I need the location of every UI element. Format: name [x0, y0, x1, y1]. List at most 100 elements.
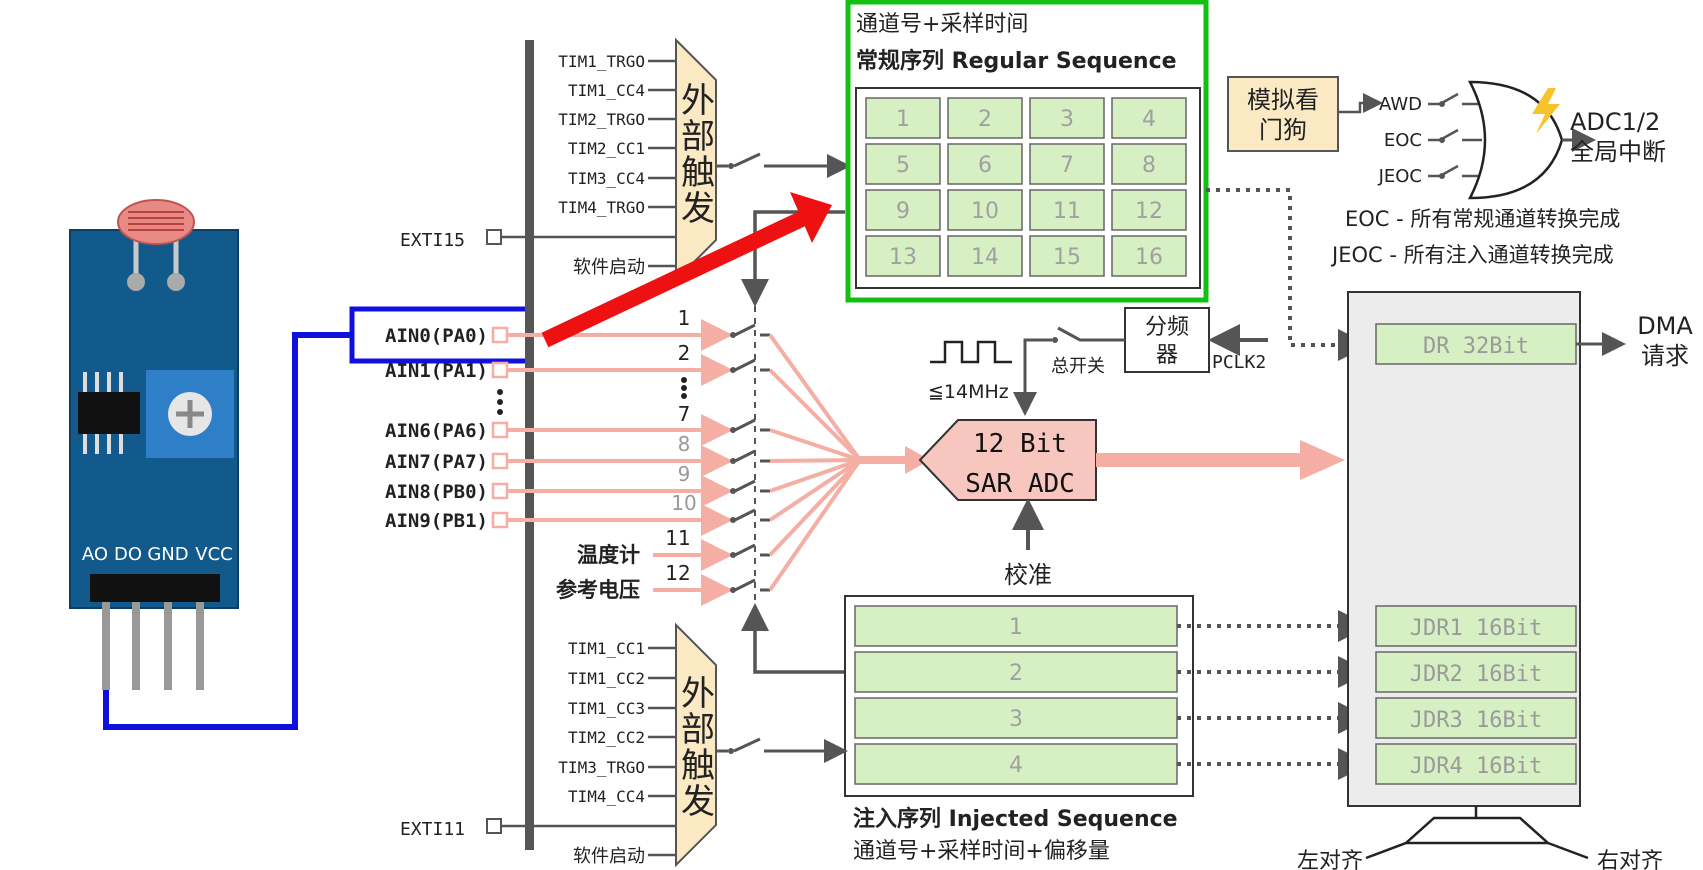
mux-char: 外 [681, 81, 715, 121]
regular-sequence-cell [947, 235, 1023, 277]
jdr-register [1375, 605, 1577, 647]
ain6-label: AIN6(PA6) [385, 420, 488, 442]
ain0-label: AIN0(PA0) [385, 325, 488, 347]
prescaler-label-line1: 分频 [1145, 315, 1189, 340]
ain8-label: AIN8(PB0) [385, 481, 488, 503]
jdr-register-label: JDR4 16Bit [1410, 754, 1542, 779]
regular-sequence-cell-label: 13 [889, 245, 917, 270]
regular-sequence-cell-label: 8 [1142, 153, 1156, 178]
regular-sequence-cell [865, 143, 941, 185]
interrupt-output-line2: 全局中断 [1570, 138, 1666, 166]
analog-watchdog-box [1227, 76, 1339, 152]
pin-label-vcc: VCC [195, 544, 232, 565]
regular-sequence-cell [1111, 97, 1187, 139]
mux-char: 触 [681, 153, 715, 193]
mux-char: 外 [681, 674, 715, 714]
injected-sequence-title: 注入序列 Injected Sequence [853, 806, 1178, 832]
pclk2-label: PCLK2 [1212, 352, 1266, 373]
eoc-note: EOC - 所有常规通道转换完成 [1345, 207, 1620, 231]
channel-number: 7 [678, 402, 691, 426]
exti11-label: EXTI11 [400, 819, 465, 840]
regular-sequence-cell-label: 5 [896, 153, 910, 178]
exti15-label: EXTI15 [400, 230, 465, 251]
regular-sequence-cell-label: 9 [896, 199, 910, 224]
sar-adc-core: 12 Bit SAR ADC 校准 [918, 419, 1345, 589]
regular-sequence-cell [947, 143, 1023, 185]
mux-char: 发 [681, 782, 715, 822]
channel-number: 8 [678, 432, 691, 456]
dr-register-label: DR 32Bit [1423, 334, 1529, 359]
trigger-source: TIM1_TRGO [558, 52, 645, 71]
mux-char: 发 [681, 189, 715, 229]
regular-sequence-header: 通道号+采样时间 [856, 12, 1028, 37]
regular-sequence-cell [1111, 143, 1187, 185]
jdr-register-label: JDR3 16Bit [1410, 708, 1542, 733]
trigger-source: TIM1_CC4 [568, 81, 645, 100]
clock-waveform-icon [930, 340, 1012, 364]
selection-arrow [541, 192, 832, 348]
regular-sequence-cell [1029, 189, 1105, 231]
dr-register [1375, 323, 1577, 365]
injected-sequence-cell-label: 4 [1009, 753, 1023, 778]
injected-sequence-cell-label: 1 [1009, 615, 1023, 640]
software-start-label: 软件启动 [573, 846, 645, 867]
injected-sequence-cell [854, 697, 1178, 739]
temperature-sensor-label: 温度计 [577, 543, 640, 567]
injected-sequence-cell [854, 605, 1178, 647]
regular-sequence-cell-label: 6 [978, 153, 992, 178]
alignment-mux [1402, 816, 1552, 845]
mux-char: 部 [681, 710, 715, 750]
regular-sequence-cell [1111, 189, 1187, 231]
jdr-register [1375, 743, 1577, 785]
potentiometer-icon [146, 370, 234, 458]
regular-sequence-cell [865, 235, 941, 277]
injected-sequence-subtitle: 通道号+采样时间+偏移量 [853, 839, 1110, 864]
regular-sequence-cell [865, 97, 941, 139]
adc-line2: SAR ADC [965, 469, 1075, 499]
adc-line1: 12 Bit [973, 429, 1067, 459]
awd-label: AWD [1379, 94, 1422, 115]
injected-sequence-cell [854, 743, 1178, 785]
channel-number: 2 [678, 341, 691, 365]
trigger-source: TIM3_CC4 [568, 169, 645, 188]
regular-sequence-cell-label: 15 [1053, 245, 1081, 270]
comparator-chip-icon [78, 372, 140, 454]
channel-number: 12 [665, 561, 690, 585]
regular-sequence-cell-label: 1 [896, 107, 910, 132]
injected-sequence-cell [854, 651, 1178, 693]
dma-request-line2: 请求 [1641, 342, 1689, 370]
analog-inputs: AIN0(PA0) AIN1(PA1) AIN6(PA6) AIN7(PA7) … [385, 210, 930, 674]
channel-number: 9 [678, 462, 691, 486]
jeoc-note: JEOC - 所有注入通道转换完成 [1330, 243, 1614, 267]
ain1-label: AIN1(PA1) [385, 360, 488, 382]
injected-sequence-cell-label: 3 [1009, 707, 1023, 732]
channel-number: 11 [665, 526, 690, 550]
regular-sequence-title: 常规序列 Regular Sequence [856, 48, 1177, 74]
interrupt-logic: 模拟看 门狗 AWD EOC JEOC ADC1/2 全局中断 EOC - 所有… [1227, 76, 1666, 267]
prescaler-label-line2: 器 [1156, 343, 1178, 368]
sensor-wire [103, 332, 352, 730]
master-switch-label: 总开关 [1051, 356, 1105, 377]
ain9-label: AIN9(PB1) [385, 510, 488, 532]
pin-label-gnd: GND [147, 544, 188, 565]
trigger-source: TIM2_CC2 [568, 728, 645, 747]
ain7-label: AIN7(PA7) [385, 451, 488, 473]
eoc-label: EOC [1384, 130, 1422, 151]
pin-label-ao: AO [82, 544, 108, 565]
regular-sequence-cell [865, 189, 941, 231]
input-bus [525, 40, 534, 850]
trigger-source: TIM4_TRGO [558, 198, 645, 217]
align-right-label: 右对齐 [1597, 849, 1663, 870]
jdr-register-label: JDR2 16Bit [1410, 662, 1542, 687]
trigger-source: TIM1_CC1 [568, 639, 645, 658]
trigger-source: TIM1_CC2 [568, 669, 645, 688]
regular-sequence-cell-label: 16 [1135, 245, 1163, 270]
vref-label: 参考电压 [556, 578, 640, 602]
dma-request-line1: DMA [1637, 312, 1693, 340]
jdr-register [1375, 697, 1577, 739]
injected-trigger-group: TIM1_CC1 TIM1_CC2 TIM1_CC3 TIM2_CC2 TIM3… [400, 622, 848, 868]
prescaler-box [1124, 307, 1210, 373]
